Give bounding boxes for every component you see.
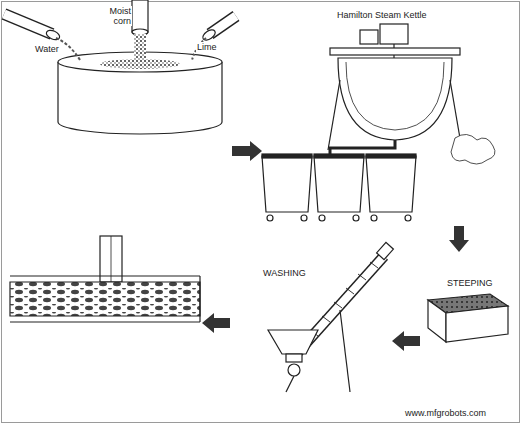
steam-kettle: [328, 24, 495, 164]
kettle-label: Hamilton Steam Kettle: [336, 10, 428, 20]
lime-pipe: [192, 16, 236, 60]
stage-label: STEEPING: [446, 278, 494, 288]
perforated-belt: [10, 236, 200, 322]
flow-arrow: [232, 141, 262, 161]
stage-label: WASHING: [262, 268, 307, 278]
watermark: www.mfgrobots.com: [404, 408, 487, 418]
flow-arrow: [449, 226, 469, 252]
steeping-tray: [428, 294, 508, 342]
washing-conveyor: [268, 242, 393, 392]
corn-chute: [132, 0, 148, 64]
corn-label: Moist corn: [100, 6, 132, 26]
holding-bins: [262, 154, 416, 221]
water-label: Water: [34, 44, 60, 54]
flow-arrow: [392, 331, 420, 351]
flow-arrow: [202, 313, 230, 333]
water-pipe: [4, 14, 80, 60]
mixing-tub: [58, 52, 222, 134]
lime-label: Lime: [196, 42, 218, 52]
